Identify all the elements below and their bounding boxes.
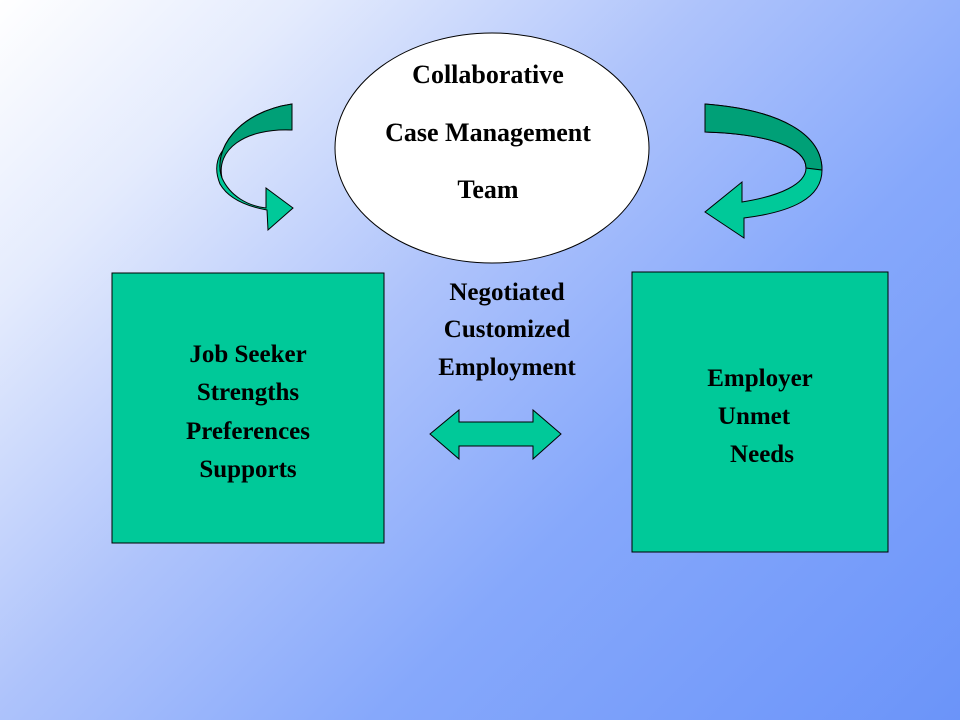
team-ellipse [334, 32, 650, 264]
negotiation-line-1: Negotiated [449, 279, 564, 306]
team-title-line-3: Team [457, 175, 518, 204]
job-seeker-line-3: Preferences [186, 418, 310, 445]
team-title-line-1: Collaborative [412, 60, 564, 89]
negotiation-line-3: Employment [438, 354, 576, 381]
job-seeker-line-2: Strengths [197, 379, 300, 406]
double-arrow-icon [429, 408, 562, 461]
left-curved-arrow-icon [216, 103, 294, 232]
team-title-line-2: Case Management [385, 118, 591, 147]
employer-line-1: Employer [707, 365, 813, 392]
employer-line-3: Needs [730, 441, 794, 468]
job-seeker-box [111, 272, 385, 544]
employer-box [631, 271, 889, 553]
negotiation-line-2: Customized [444, 316, 570, 343]
employer-line-2: Unmet [718, 403, 791, 430]
job-seeker-line-1: Job Seeker [189, 341, 306, 368]
job-seeker-line-4: Supports [199, 456, 297, 483]
right-curved-arrow-icon [704, 103, 823, 239]
